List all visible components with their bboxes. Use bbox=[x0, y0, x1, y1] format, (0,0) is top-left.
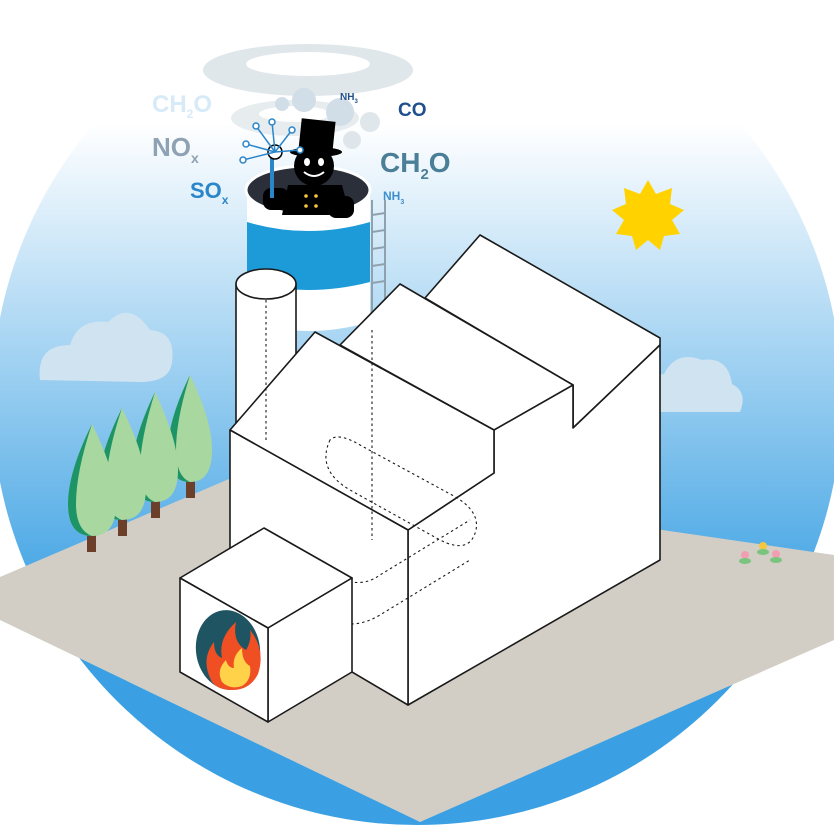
trees bbox=[68, 375, 212, 552]
pollutant-co: CO bbox=[398, 100, 427, 121]
factory-building bbox=[229, 234, 661, 706]
cloud-right bbox=[637, 357, 743, 412]
chimney-brush-icon bbox=[239, 118, 304, 198]
cloud-left bbox=[39, 312, 173, 382]
tree bbox=[68, 424, 116, 552]
pollutant-ch2o-top: CH2O bbox=[152, 91, 212, 121]
pollutant-nox: NOx bbox=[152, 132, 199, 166]
flowers bbox=[739, 542, 782, 564]
furnace bbox=[179, 527, 353, 723]
sun-icon bbox=[612, 180, 684, 250]
pollutant-nh3-top: NH3 bbox=[340, 92, 358, 105]
pollutant-labels: CH2O NH3 CO NOx CH2O SOx NH3 bbox=[152, 91, 451, 207]
fire-icon bbox=[206, 622, 261, 690]
pollutant-nh3-low: NH3 bbox=[383, 189, 404, 206]
chimney-ladder bbox=[371, 200, 386, 315]
smoke-cloud bbox=[203, 44, 413, 149]
pollutant-sox: SOx bbox=[190, 178, 229, 207]
pollutant-ch2o-big: CH2O bbox=[380, 147, 451, 183]
